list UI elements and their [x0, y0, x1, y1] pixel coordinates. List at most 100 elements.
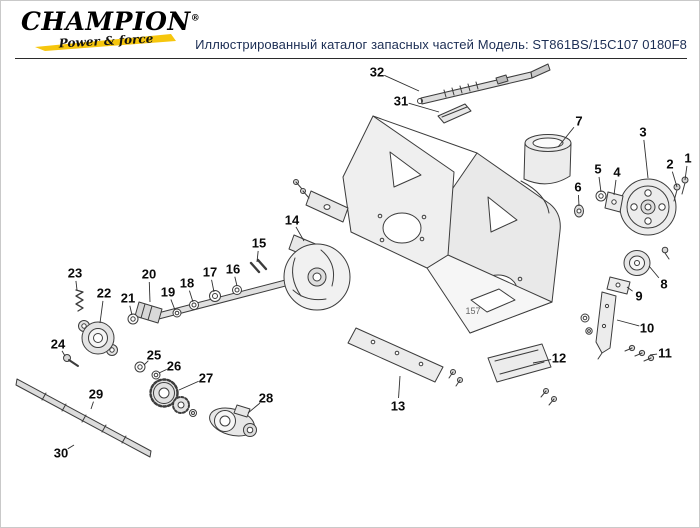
callout-leader-11 — [649, 353, 658, 356]
callout-leader-28 — [247, 402, 261, 414]
callout-26: 26 — [167, 359, 181, 374]
swoosh-graphic — [35, 34, 176, 52]
callout-15: 15 — [252, 236, 266, 251]
part-flange-bolt — [63, 354, 79, 367]
callout-leader-9 — [626, 286, 633, 292]
callout-10: 10 — [640, 321, 654, 336]
part-outlet-bracket — [487, 343, 557, 406]
part-impeller — [283, 179, 351, 311]
part-wheel — [619, 178, 677, 236]
callout-leader-32 — [384, 74, 420, 92]
callout-leader-14 — [295, 226, 305, 242]
callout-29: 29 — [89, 387, 103, 402]
callout-31: 31 — [394, 94, 408, 109]
callout-22: 22 — [97, 286, 111, 301]
logo-swoosh: Power & force — [35, 32, 177, 52]
part-shaft-pins — [249, 258, 268, 274]
callout-11: 11 — [658, 346, 672, 361]
callout-leader-12 — [532, 359, 552, 364]
part-gears — [149, 378, 197, 417]
callout-7: 7 — [575, 114, 582, 129]
callout-28: 28 — [259, 391, 273, 406]
callout-leader-18 — [188, 290, 194, 303]
part-shaft-hardware — [127, 285, 242, 380]
part-drive-rod — [15, 378, 152, 458]
callout-leader-16 — [234, 276, 238, 287]
catalog-title: Иллюстрированный каталог запасных частей… — [195, 37, 687, 52]
swoosh-shape — [35, 34, 176, 52]
callout-4: 4 — [613, 165, 621, 180]
callout-13: 13 — [391, 399, 405, 414]
part-spring — [75, 289, 84, 312]
callout-leader-1 — [684, 165, 688, 181]
callout-leader-23 — [75, 280, 78, 291]
part-bearing-flange — [78, 320, 118, 356]
part-axle-bolts — [673, 176, 689, 202]
header: CHAMPION® Power & force Иллюстрированный… — [1, 1, 699, 59]
callout-leader-31 — [408, 102, 440, 113]
part-pulley — [623, 246, 670, 276]
part-bearing-bracket — [604, 191, 624, 213]
part-spacer-ring — [595, 190, 607, 202]
callout-leader-25 — [143, 360, 149, 366]
callout-leader-5 — [598, 176, 602, 193]
callout-layer: 1234567891011121314151617181920212223242… — [51, 65, 692, 461]
callout-1: 1 — [684, 151, 691, 166]
callout-leader-3 — [643, 139, 649, 179]
callout-leader-8 — [648, 265, 660, 279]
part-screw-set — [624, 344, 655, 362]
callout-leader-7 — [557, 126, 575, 148]
champion-logo: CHAMPION® Power & force — [21, 7, 200, 52]
logo-name: CHAMPION® — [21, 7, 200, 36]
callout-3: 3 — [639, 125, 646, 140]
callout-2: 2 — [666, 157, 673, 172]
part-chute — [523, 134, 572, 185]
callout-leader-4 — [613, 179, 617, 196]
callout-32: 32 — [370, 65, 384, 80]
part-housing-floor — [426, 254, 553, 334]
part-pulley-bracket — [606, 276, 631, 295]
part-housing-left-plate — [342, 115, 478, 269]
callout-30: 30 — [54, 446, 68, 461]
callout-27: 27 — [199, 371, 213, 386]
part-support-strap — [580, 291, 617, 360]
callout-leader-30 — [67, 444, 75, 450]
part-roller-assembly — [209, 404, 257, 437]
callout-24: 24 — [51, 337, 66, 352]
callout-6: 6 — [574, 180, 581, 195]
part-rod-bracket — [437, 103, 472, 124]
part-washer-disc — [574, 204, 584, 218]
callout-leader-19 — [170, 299, 176, 311]
callout-12: 12 — [552, 351, 566, 366]
callout-leader-2 — [671, 171, 678, 188]
callout-19: 19 — [161, 285, 175, 300]
callout-25: 25 — [147, 348, 161, 363]
callout-leader-6 — [577, 194, 580, 207]
part-clutch-rod — [417, 63, 551, 105]
callout-17: 17 — [203, 265, 217, 280]
callout-leader-15 — [256, 250, 259, 263]
callout-16: 16 — [226, 262, 240, 277]
part-skid-bar — [347, 327, 463, 387]
callout-leader-10 — [616, 319, 640, 327]
callout-leader-29 — [90, 401, 94, 410]
callout-23: 23 — [68, 266, 82, 281]
callout-leader-22 — [99, 300, 104, 324]
header-divider — [15, 58, 687, 59]
callout-14: 14 — [285, 213, 300, 228]
callout-18: 18 — [180, 276, 194, 291]
callout-leader-24 — [61, 350, 66, 357]
callout-20: 20 — [142, 267, 156, 282]
registered-mark: ® — [190, 13, 201, 24]
callout-8: 8 — [660, 277, 667, 292]
callout-leader-13 — [398, 375, 401, 399]
plate-marking: 157 — [465, 306, 480, 316]
callout-leader-20 — [148, 281, 151, 303]
callout-5: 5 — [594, 162, 601, 177]
callout-leader-21 — [129, 305, 133, 316]
callout-leader-17 — [211, 279, 215, 293]
logo-text: CHAMPION — [21, 7, 191, 36]
callout-leader-27 — [178, 380, 199, 391]
